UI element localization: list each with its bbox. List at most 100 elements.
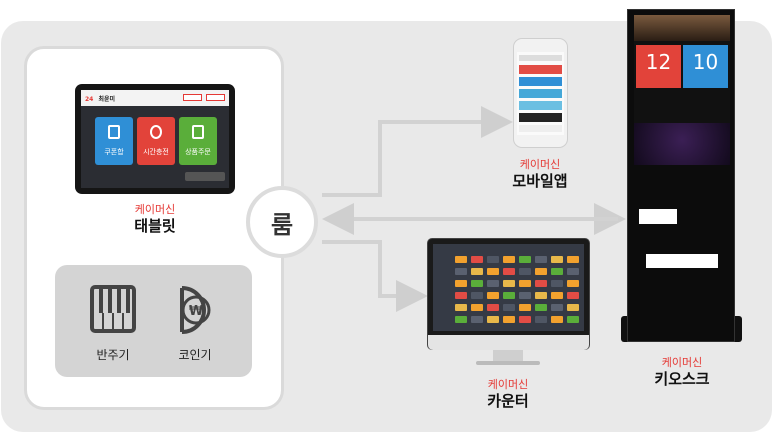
kiosk-promo	[634, 123, 730, 165]
svg-text:₩: ₩	[189, 304, 204, 319]
counter-room-cell	[535, 316, 547, 323]
tablet-header-button[interactable]	[183, 94, 202, 101]
counter-room-cell	[487, 280, 499, 287]
counter-room-cell	[519, 292, 531, 299]
device-panel	[55, 265, 252, 377]
bill-slot[interactable]	[646, 254, 718, 268]
counter-room-cell	[519, 268, 531, 275]
counter-room-cell	[535, 280, 547, 287]
counter-room-cell	[487, 304, 499, 311]
counter-room-cell	[455, 316, 467, 323]
counter-room-cell	[535, 256, 547, 263]
order-tile[interactable]: 상품주문	[179, 117, 217, 165]
monitor-stand	[493, 350, 523, 361]
tablet-footer-button[interactable]	[185, 172, 225, 181]
arrow-to-mobile	[322, 106, 513, 197]
tile-label: 시간충전	[143, 148, 169, 156]
counter-room-cell	[455, 256, 467, 263]
tile-label: 상품주문	[185, 148, 211, 156]
counter-room-cell	[487, 268, 499, 275]
counter-label: 케이머신 카운터	[458, 378, 558, 410]
counter-room-cell	[471, 280, 483, 287]
tablet-header-button[interactable]	[206, 94, 225, 101]
arrow-to-counter	[322, 240, 428, 312]
counter-room-cell	[535, 292, 547, 299]
counter-room-cell	[487, 256, 499, 263]
kiosk-name: 키오스크	[654, 370, 710, 388]
room-hub: 룸	[246, 186, 318, 258]
phone-screen	[517, 52, 564, 135]
counter-room-cell	[551, 280, 563, 287]
counter-screen	[433, 244, 584, 331]
phone-card[interactable]	[519, 89, 562, 98]
counter-room-cell	[535, 268, 547, 275]
counter-room-cell	[487, 316, 499, 323]
room-number: 24	[85, 96, 94, 103]
counter-room-cell	[551, 268, 563, 275]
time-charge-tile[interactable]: 시간충전	[137, 117, 175, 165]
counter-name: 카운터	[487, 392, 529, 410]
counter-room-cell	[519, 316, 531, 323]
counter-room-cell	[503, 256, 515, 263]
counter-room-cell	[567, 316, 579, 323]
coupon-tile[interactable]: 쿠폰합	[95, 117, 133, 165]
kiosk-right-count: 10	[692, 50, 719, 74]
counter-room-cell	[567, 292, 579, 299]
counter-room-cell	[551, 256, 563, 263]
kiosk-brand: 케이머신	[661, 356, 703, 369]
clock-icon	[150, 125, 162, 139]
phone-tabbar	[519, 55, 562, 61]
kiosk-right-box[interactable]: 10	[683, 45, 728, 88]
counter-room-cell	[455, 304, 467, 311]
counter-room-cell	[567, 304, 579, 311]
piano-icon	[90, 285, 136, 333]
counter-room-cell	[551, 304, 563, 311]
counter-room-cell	[471, 316, 483, 323]
tablet-device: 24 최윤미 쿠폰합 시간충전 상품주문	[75, 84, 235, 194]
kiosk-left-box[interactable]: 12	[636, 45, 681, 88]
piano-device-label: 반주기	[96, 348, 130, 362]
tablet-user-name: 최윤미	[98, 96, 116, 103]
counter-room-cell	[471, 256, 483, 263]
phone-card[interactable]	[519, 65, 562, 74]
counter-room-cell	[567, 280, 579, 287]
tablet-label: 케이머신 태블릿	[105, 203, 205, 235]
counter-room-cell	[471, 268, 483, 275]
tablet-name: 태블릿	[134, 217, 176, 235]
coupon-icon	[108, 125, 120, 139]
tablet-header: 24 최윤미	[81, 90, 229, 106]
monitor-foot	[476, 361, 540, 365]
counter-room-cell	[567, 256, 579, 263]
counter-room-cell	[487, 292, 499, 299]
tablet-screen: 24 최윤미 쿠폰합 시간충전 상품주문	[81, 90, 229, 188]
card-slot[interactable]	[639, 209, 677, 224]
counter-room-cell	[455, 268, 467, 275]
counter-room-cell	[519, 304, 531, 311]
counter-room-cell	[519, 256, 531, 263]
coin-device-label: 코인기	[178, 348, 212, 362]
kiosk-screen: 12 10	[634, 15, 730, 165]
kiosk-banner	[634, 15, 730, 41]
counter-room-cell	[503, 304, 515, 311]
cart-icon	[192, 125, 204, 139]
counter-monitor	[427, 238, 590, 350]
kiosk-device: 12 10	[627, 9, 735, 342]
mobile-phone	[513, 38, 568, 148]
counter-room-cell	[471, 304, 483, 311]
counter-room-cell	[471, 292, 483, 299]
kiosk-label: 케이머신 키오스크	[632, 356, 732, 388]
phone-card[interactable]	[519, 101, 562, 110]
counter-room-cell	[535, 304, 547, 311]
mobile-name: 모바일앱	[512, 172, 568, 190]
phone-card[interactable]	[519, 113, 562, 122]
mobile-brand: 케이머신	[519, 158, 561, 171]
counter-room-cell	[503, 316, 515, 323]
counter-room-cell	[455, 280, 467, 287]
counter-room-cell	[503, 268, 515, 275]
counter-room-cell	[519, 280, 531, 287]
counter-room-cell	[551, 316, 563, 323]
phone-card[interactable]	[519, 77, 562, 86]
tile-label: 쿠폰합	[104, 148, 124, 156]
